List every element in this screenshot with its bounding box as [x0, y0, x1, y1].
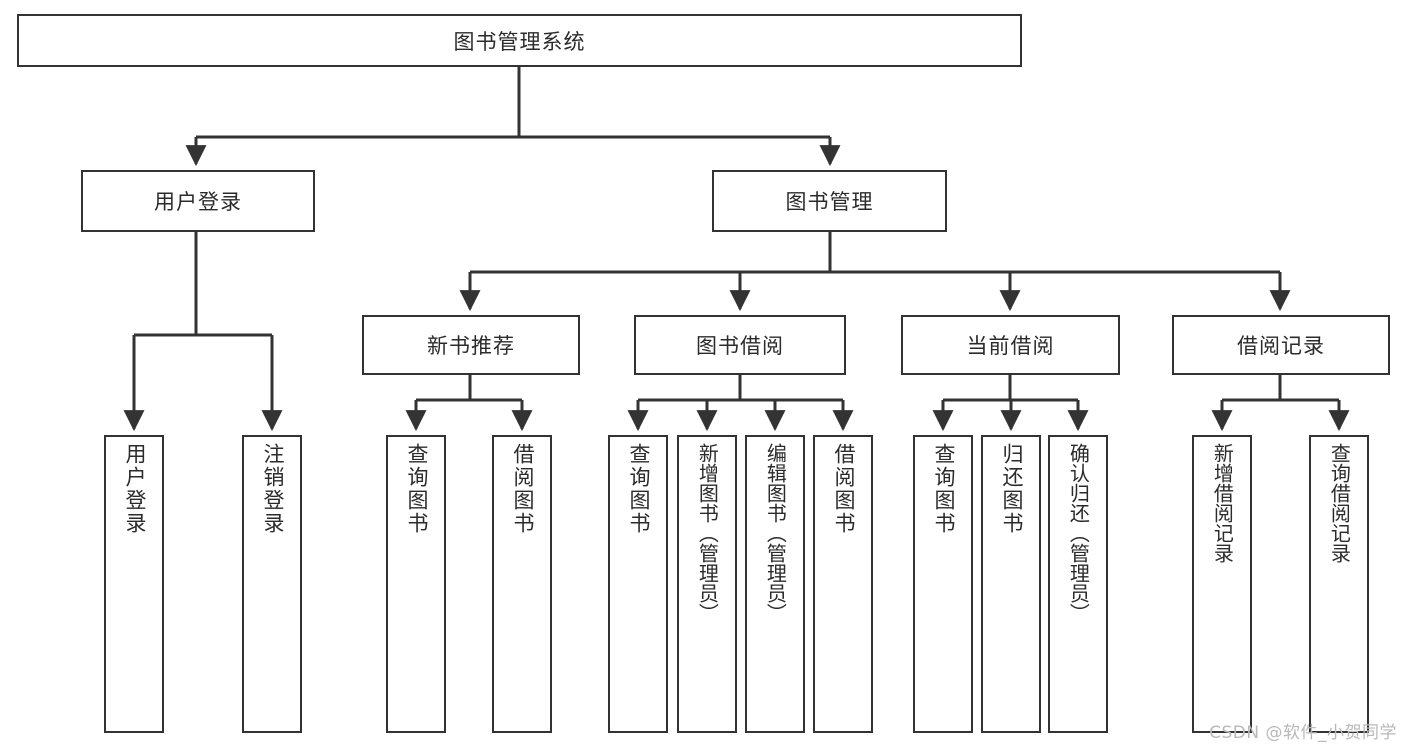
- node-root-system[interactable]: 图书管理系统: [17, 14, 1022, 67]
- leaf-borrow-book-1-label: 借阅图书: [510, 443, 535, 535]
- leaf-query-book-3-label: 查询图书: [931, 443, 956, 535]
- leaf-logout-login-label: 注销登录: [260, 443, 285, 535]
- node-user-login[interactable]: 用户登录: [81, 170, 315, 232]
- leaf-query-book-1-label: 查询图书: [404, 443, 429, 535]
- node-new-book-recommend-label: 新书推荐: [427, 334, 515, 358]
- leaf-confirm-return[interactable]: 确认归还（管理员）: [1048, 435, 1108, 733]
- node-root-label: 图书管理系统: [453, 29, 586, 54]
- node-book-management-label: 图书管理: [785, 190, 874, 214]
- leaf-return-book[interactable]: 归还图书: [981, 435, 1041, 733]
- leaf-user-login[interactable]: 用户登录: [104, 435, 164, 733]
- leaf-borrow-book-2[interactable]: 借阅图书: [813, 435, 873, 733]
- node-book-borrow-label: 图书借阅: [696, 334, 784, 358]
- leaf-query-book-2-label: 查询图书: [626, 443, 651, 535]
- leaf-add-book[interactable]: 新增图书（管理员）: [677, 435, 737, 733]
- leaf-query-book-2[interactable]: 查询图书: [608, 435, 668, 733]
- leaf-edit-book[interactable]: 编辑图书（管理员）: [745, 435, 805, 733]
- node-new-book-recommend[interactable]: 新书推荐: [362, 315, 580, 375]
- node-book-borrow[interactable]: 图书借阅: [634, 315, 846, 375]
- leaf-query-book-3[interactable]: 查询图书: [913, 435, 973, 733]
- leaf-borrow-book-2-label: 借阅图书: [831, 443, 856, 535]
- leaf-edit-book-label: 编辑图书（管理员）: [763, 443, 788, 623]
- node-user-login-label: 用户登录: [154, 190, 242, 214]
- leaf-query-borrow-record-label: 查询借阅记录: [1327, 443, 1352, 563]
- leaf-return-book-label: 归还图书: [999, 443, 1024, 535]
- node-current-borrow-label: 当前借阅: [966, 334, 1055, 358]
- node-borrow-record-label: 借阅记录: [1237, 334, 1325, 358]
- leaf-add-book-label: 新增图书（管理员）: [695, 443, 720, 623]
- leaf-user-login-label: 用户登录: [122, 443, 147, 535]
- leaf-add-borrow-record-label: 新增借阅记录: [1210, 443, 1235, 563]
- csdn-watermark: CSDN @软件_小贺同学: [1209, 723, 1397, 743]
- leaf-borrow-book-1[interactable]: 借阅图书: [492, 435, 552, 733]
- leaf-query-borrow-record[interactable]: 查询借阅记录: [1309, 435, 1369, 733]
- leaf-add-borrow-record[interactable]: 新增借阅记录: [1192, 435, 1252, 733]
- leaf-query-book-1[interactable]: 查询图书: [386, 435, 446, 733]
- leaf-logout-login[interactable]: 注销登录: [242, 435, 302, 733]
- leaf-confirm-return-label: 确认归还（管理员）: [1066, 443, 1091, 623]
- node-current-borrow[interactable]: 当前借阅: [901, 315, 1120, 375]
- node-book-management[interactable]: 图书管理: [712, 170, 947, 232]
- node-borrow-record[interactable]: 借阅记录: [1172, 315, 1390, 375]
